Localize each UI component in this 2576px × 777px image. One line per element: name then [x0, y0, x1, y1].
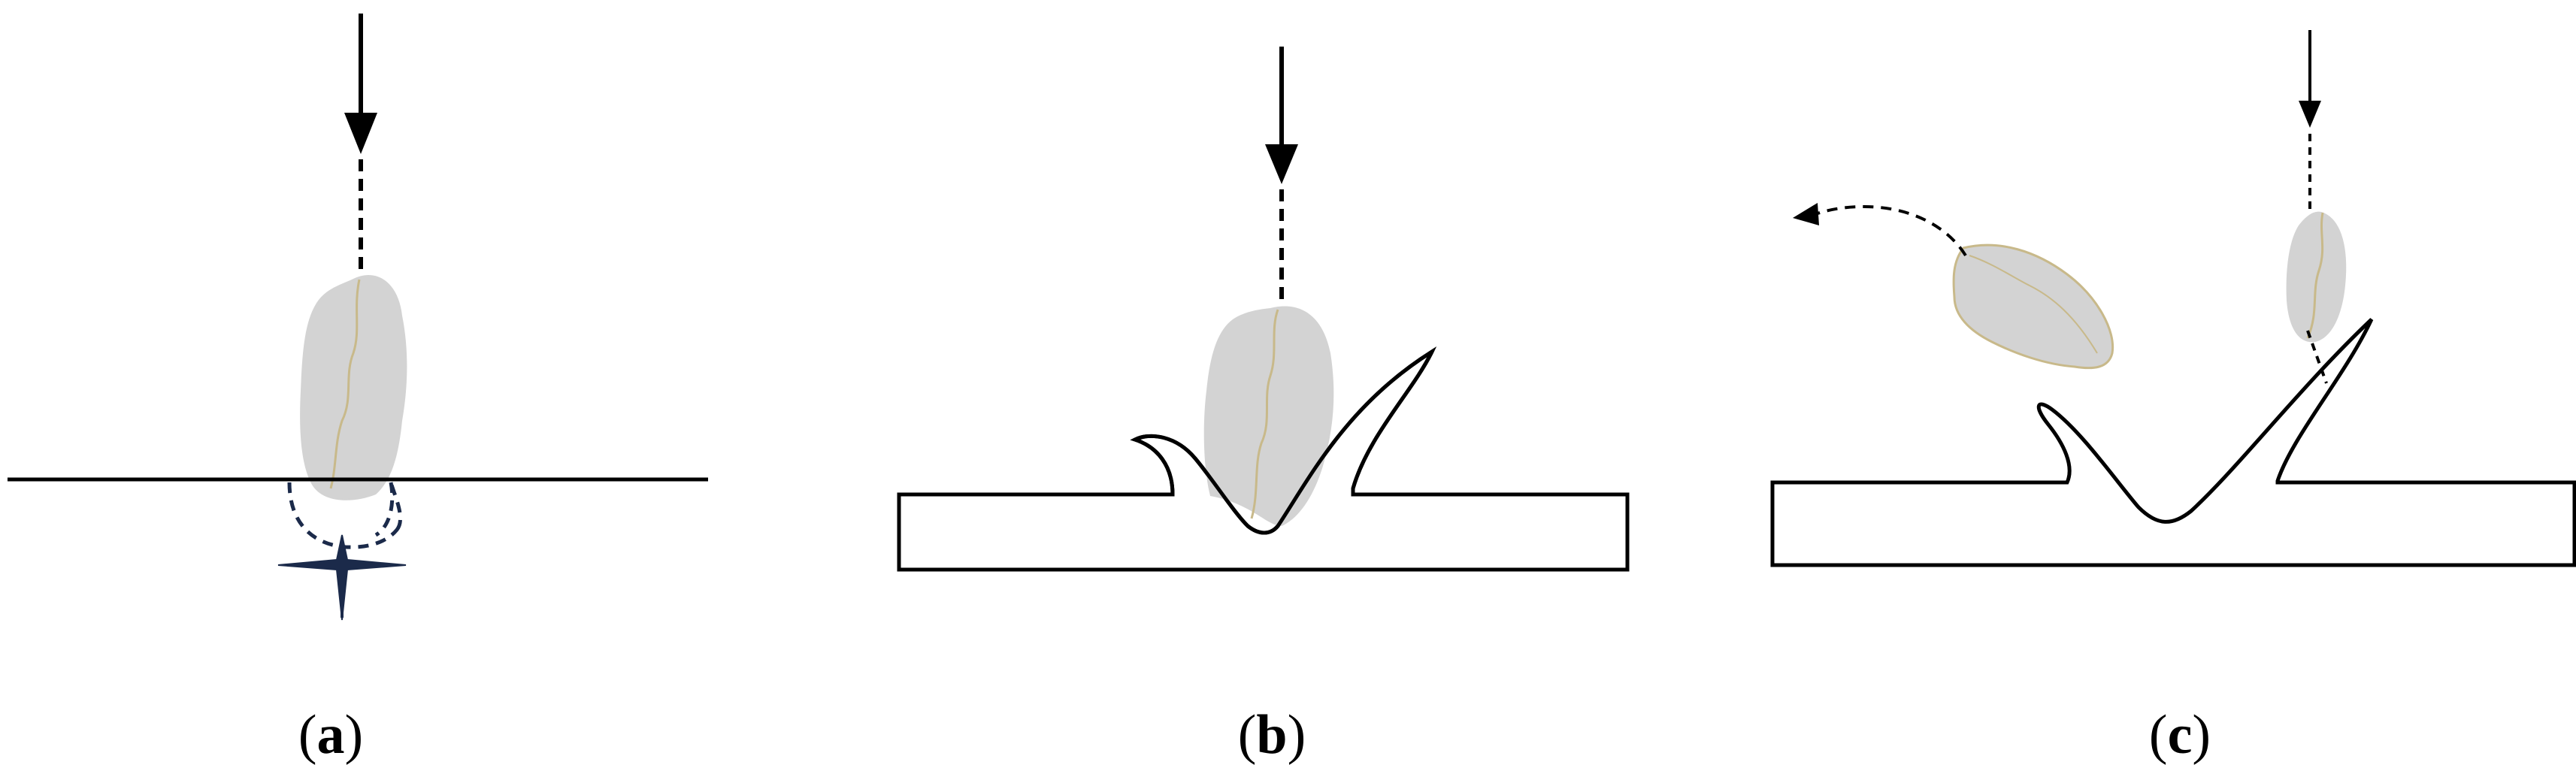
ejection-arrowhead-c: [1793, 203, 1819, 225]
particle-a: [300, 274, 407, 500]
panel-a: [8, 14, 708, 621]
caption-a: (a): [298, 704, 363, 766]
caption-c: (c): [2149, 704, 2211, 766]
panel-c: [1770, 30, 2576, 567]
contact-dashes-c: [2306, 330, 2328, 384]
caption-b: (b): [1238, 704, 1306, 766]
impact-arrowhead-b: [1265, 144, 1298, 184]
impact-arrowhead-a: [344, 113, 377, 154]
ejected-particle-crack-c: [1969, 255, 2098, 354]
target-block-c: [1770, 318, 2576, 567]
ejected-particle-c: [1952, 243, 2114, 370]
incoming-particle-crack-c: [2306, 212, 2324, 339]
particle-b: [1203, 306, 1334, 526]
lip-outline-b: [1130, 346, 1437, 535]
impact-arrowhead-c: [2299, 101, 2321, 128]
particle-crack-a: [329, 279, 361, 489]
particle-crack-b: [1250, 309, 1279, 519]
crater-arc-right-a: [374, 482, 395, 537]
ejection-path-c: [1815, 204, 1967, 257]
panel-b: [897, 47, 1630, 572]
